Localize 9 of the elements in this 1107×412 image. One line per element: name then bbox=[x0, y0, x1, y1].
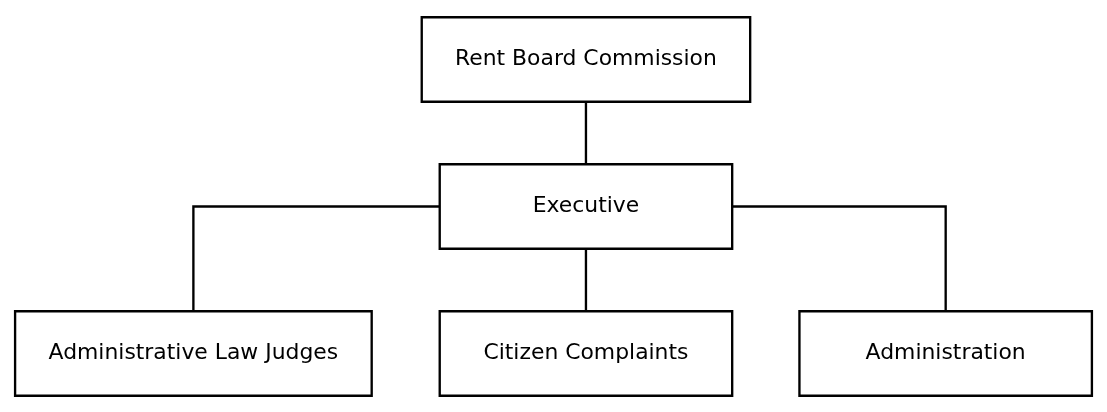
connector bbox=[584, 248, 588, 311]
node-box: Citizen Complaints bbox=[438, 309, 734, 397]
node-box: Administrative Law Judges bbox=[13, 309, 373, 397]
connector bbox=[192, 204, 440, 311]
node-box: Executive bbox=[438, 162, 734, 250]
connector bbox=[732, 204, 947, 311]
node-box: Administration bbox=[798, 309, 1094, 397]
node-box: Rent Board Commission bbox=[420, 15, 752, 103]
connector bbox=[584, 101, 588, 164]
